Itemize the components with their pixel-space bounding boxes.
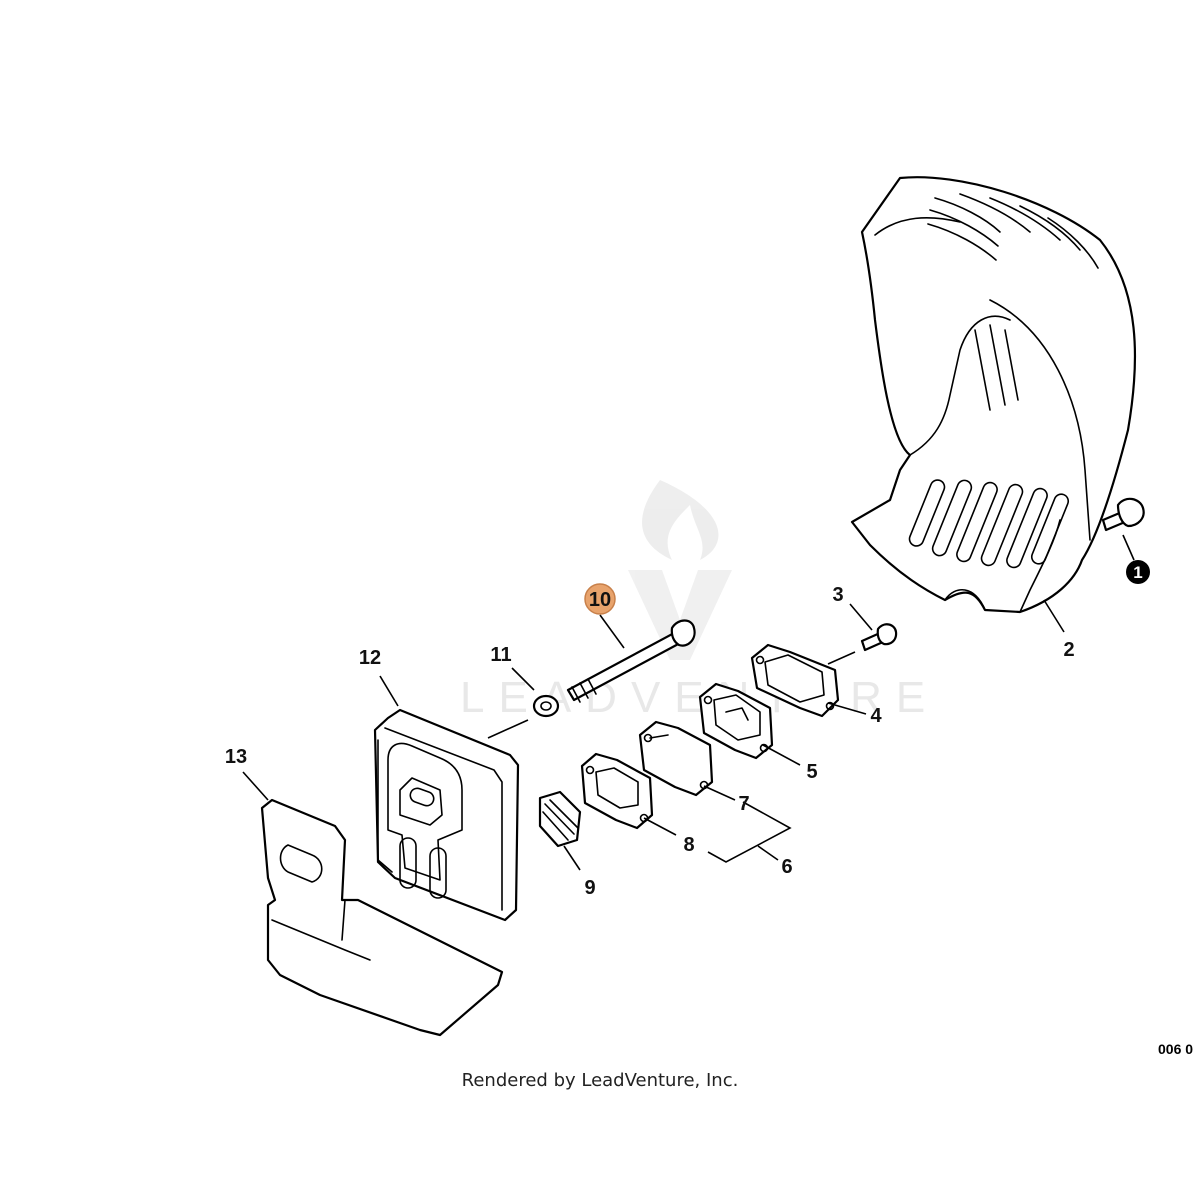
part-1-screw [1101,497,1145,532]
callout-6-label: 6 [781,856,792,878]
footer-credit: Rendered by LeadVenture, Inc. [461,1070,739,1091]
callout-1: 1 [1126,560,1150,584]
callout-12-label: 12 [359,647,381,669]
callout-10-label: 10 [589,589,611,611]
callout-2-label: 2 [1063,639,1074,661]
callout-13-label: 13 [225,746,247,768]
callout-4-label: 4 [870,705,882,727]
part-4-plate [750,643,840,718]
part-7-plate [638,720,714,797]
part-5-plate [698,682,774,760]
callout-11-label: 11 [490,644,511,666]
callout-1-label: 1 [1133,563,1142,582]
callout-5-label: 5 [806,761,817,783]
callout-10-highlighted[interactable]: 10 [584,583,616,615]
part-2-shroud [850,176,1137,614]
part-11-washer [532,694,560,718]
part-10-bolt [566,619,696,703]
leader-lines [242,534,1135,871]
diagram-code: 006 0 [1158,1041,1194,1057]
callout-3-label: 3 [832,584,843,606]
part-8-gasket [580,752,654,830]
part-9-screen [538,790,582,848]
top-vent-slots [927,193,1099,269]
part-3-screw [860,623,898,652]
callout-7-label: 7 [738,793,749,815]
part-12-muffler [373,708,520,922]
bottom-vent-slots [908,479,1070,569]
callout-9-label: 9 [584,877,595,899]
part-13-heat-shield [260,798,504,1037]
callout-8-label: 8 [683,834,694,856]
